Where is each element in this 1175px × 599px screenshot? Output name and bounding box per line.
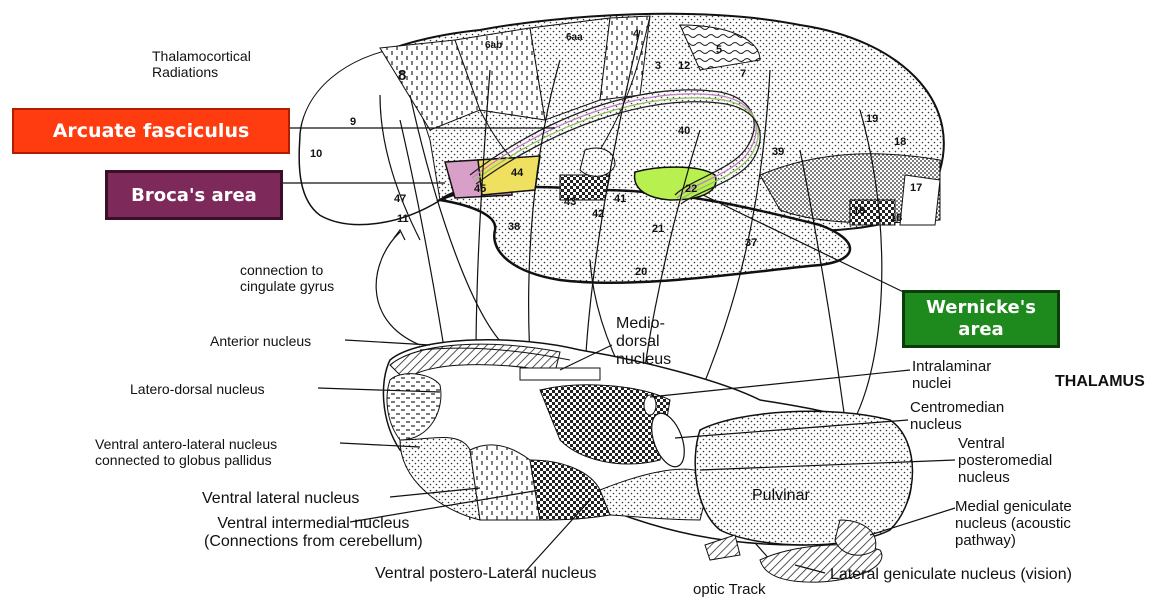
anterior-nucleus-label: Anterior nucleus [210, 333, 311, 349]
area-6ab: 6ab [485, 40, 502, 51]
optic-track-label: optic Track [693, 581, 766, 598]
area-10: 10 [310, 148, 322, 160]
thalamus-body [383, 340, 912, 582]
wernickes-area-box: Wernicke's area [902, 290, 1060, 348]
area-22: 22 [685, 183, 697, 195]
area-8: 8 [398, 67, 406, 84]
area-21: 21 [652, 223, 664, 235]
ventral-lateral-nucleus-label: Ventral lateral nucleus [202, 490, 359, 508]
area-18-top: 18 [894, 136, 906, 148]
medial-geniculate-nucleus-label: Medial geniculate nucleus (acoustic path… [955, 498, 1072, 549]
area-19-bottom: 19 [853, 205, 865, 217]
latero-dorsal-nucleus-label: Latero-dorsal nucleus [130, 381, 265, 397]
ventral-postero-lateral-nucleus-label: Ventral postero-Lateral nucleus [375, 565, 596, 583]
area-7: 7 [740, 68, 746, 80]
area-39: 39 [772, 146, 784, 158]
area-42: 42 [592, 208, 604, 220]
area-38: 38 [508, 221, 520, 233]
area-17: 17 [910, 182, 922, 194]
ventral-intermedial-nucleus-label: Ventral intermedial nucleus (Connections… [204, 515, 423, 551]
area-40: 40 [678, 125, 690, 137]
area-41: 41 [614, 193, 626, 205]
area-45: 45 [474, 183, 486, 195]
area-12: 12 [678, 60, 690, 72]
area-44: 44 [511, 167, 523, 179]
thalamus-title: THALAMUS [1055, 373, 1145, 390]
area-43: 43 [564, 196, 576, 208]
area-20: 20 [635, 266, 647, 278]
brocas-area-label: Broca's area [131, 185, 257, 206]
area-19: 19 [866, 113, 878, 125]
cingulate-connection-label: connection to cingulate gyrus [240, 262, 334, 294]
area-9: 9 [350, 116, 356, 128]
thalamocortical-radiations-label: Thalamocortical Radiations [152, 48, 251, 80]
arcuate-fasciculus-label: Arcuate fasciculus [53, 120, 250, 142]
lateral-geniculate-nucleus-label: Lateral geniculate nucleus (vision) [830, 566, 1072, 584]
wernickes-area-label: Wernicke's area [926, 297, 1036, 341]
arcuate-fasciculus-box: Arcuate fasciculus [12, 108, 290, 154]
area-18-bottom: 18 [890, 212, 902, 224]
brocas-area-box: Broca's area [105, 170, 283, 220]
medio-dorsal-nucleus-label: Medio- dorsal nucleus [616, 315, 671, 369]
area-6aa: 6aa [566, 32, 583, 43]
intralaminar-nuclei-label: Intralaminar nuclei [912, 358, 991, 392]
ventral-posteromedial-nucleus-label: Ventral posteromedial nucleus [958, 435, 1052, 486]
area-4: 4 [633, 28, 639, 40]
pulvinar-label: Pulvinar [752, 487, 810, 505]
ventral-antero-lateral-nucleus-label: Ventral antero-lateral nucleus connected… [95, 436, 277, 468]
area-37: 37 [745, 237, 757, 249]
area-11: 11 [397, 213, 409, 225]
centromedian-nucleus-label: Centromedian nucleus [910, 399, 1004, 433]
area-3: 3 [655, 60, 661, 72]
area-5: 5 [716, 44, 722, 56]
area-47: 47 [394, 193, 406, 205]
